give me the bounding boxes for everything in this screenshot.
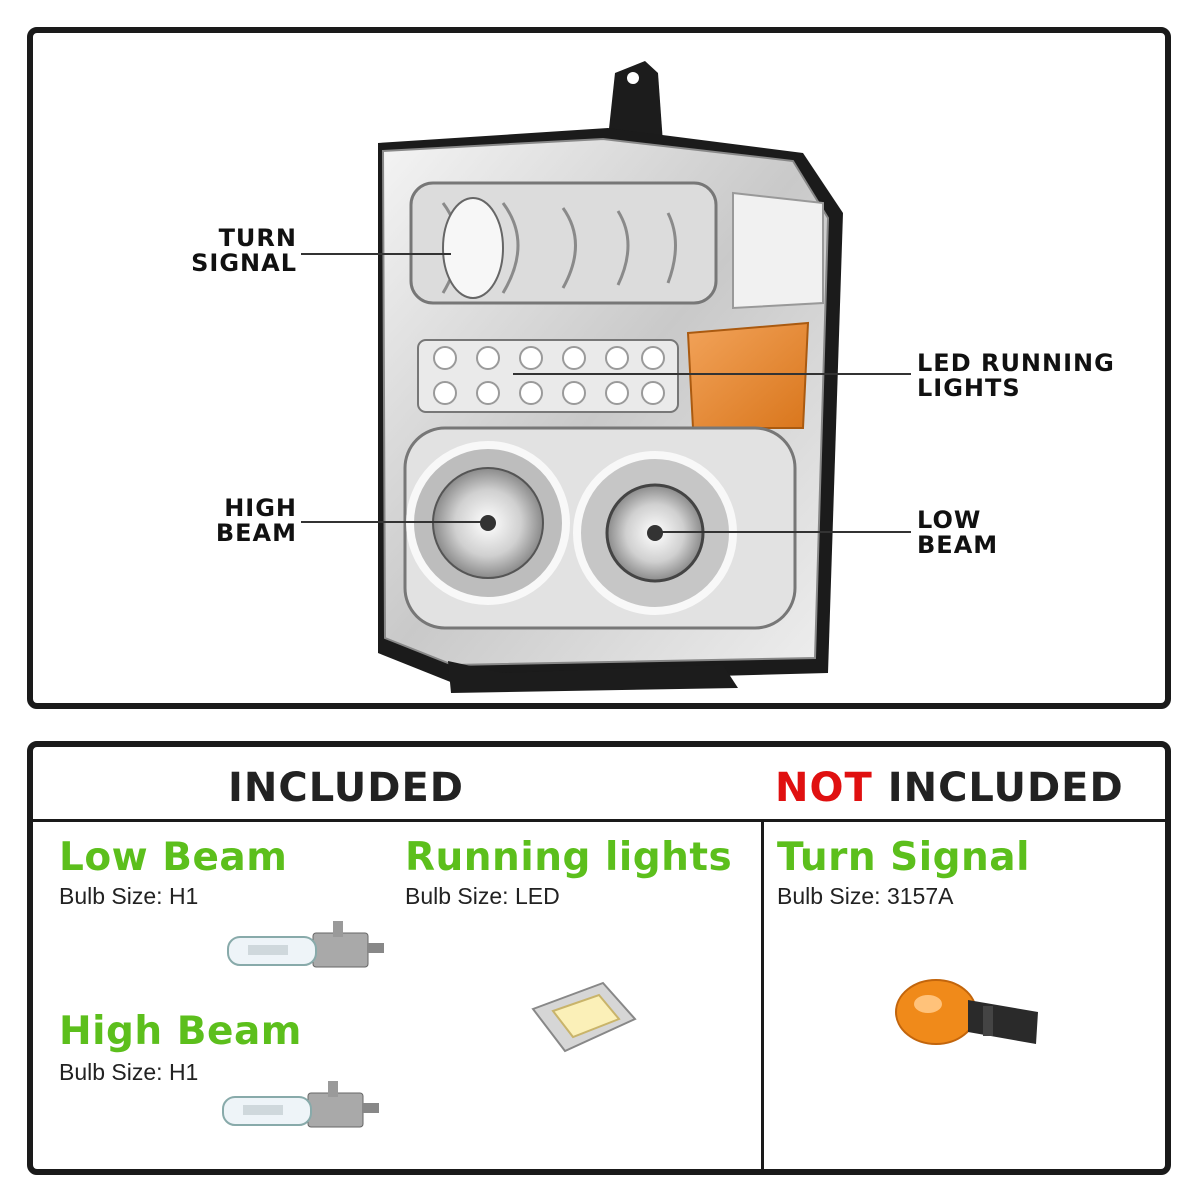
h1-bulb-icon [227, 921, 384, 968]
turn-signal-title: Turn Signal [777, 835, 1030, 880]
not-included-heading: NOT INCLUDED [775, 765, 1124, 811]
callout-low-beam: LOW BEAM [917, 508, 1037, 558]
leader-low-beam [655, 531, 911, 533]
included-table-panel: INCLUDED NOT INCLUDED Low Beam Bulb Size… [27, 741, 1171, 1175]
low-beam-title: Low Beam [59, 835, 288, 880]
callout-low-beam-line2: BEAM [917, 531, 999, 559]
table-header-row: INCLUDED NOT INCLUDED [33, 747, 1165, 822]
running-lights-bulb-size: Bulb Size: LED [405, 883, 560, 909]
callout-high-beam-line1: HIGH [224, 494, 297, 522]
not-word: NOT [775, 765, 873, 811]
running-lights-title: Running lights [405, 835, 733, 880]
column-divider [761, 819, 764, 1169]
headlight-illustration [378, 61, 843, 693]
callout-high-beam: HIGH BEAM [173, 496, 297, 546]
high-beam-bulb-size: Bulb Size: H1 [59, 1059, 199, 1085]
leader-led-running [513, 373, 911, 375]
callout-led-running-line2: LIGHTS [917, 374, 1021, 402]
turn-signal-bulb-size: Bulb Size: 3157A [777, 883, 954, 909]
leader-turn-signal [301, 253, 451, 255]
not-included-word: INCLUDED [887, 765, 1124, 811]
callout-led-running-line1: LED RUNNING [917, 349, 1115, 377]
callout-turn-signal-line2: SIGNAL [191, 249, 297, 277]
callout-led-running: LED RUNNING LIGHTS [917, 351, 1147, 401]
leader-high-beam [301, 521, 489, 523]
3157a-amber-bulb-icon [895, 979, 1038, 1045]
led-chip-icon [531, 981, 637, 1053]
high-beam-title: High Beam [59, 1009, 302, 1054]
included-heading: INCLUDED [228, 765, 464, 811]
callout-high-beam-line2: BEAM [215, 519, 297, 547]
h1-bulb-icon [222, 1081, 379, 1128]
callout-turn-signal: TURN SIGNAL [173, 226, 297, 276]
callout-low-beam-line1: LOW [917, 506, 982, 534]
headlight-diagram-panel: TURN SIGNAL LED RUNNING LIGHTS HIGH BEAM… [27, 27, 1171, 709]
low-beam-bulb-size: Bulb Size: H1 [59, 883, 199, 909]
callout-turn-signal-line1: TURN [218, 224, 297, 252]
